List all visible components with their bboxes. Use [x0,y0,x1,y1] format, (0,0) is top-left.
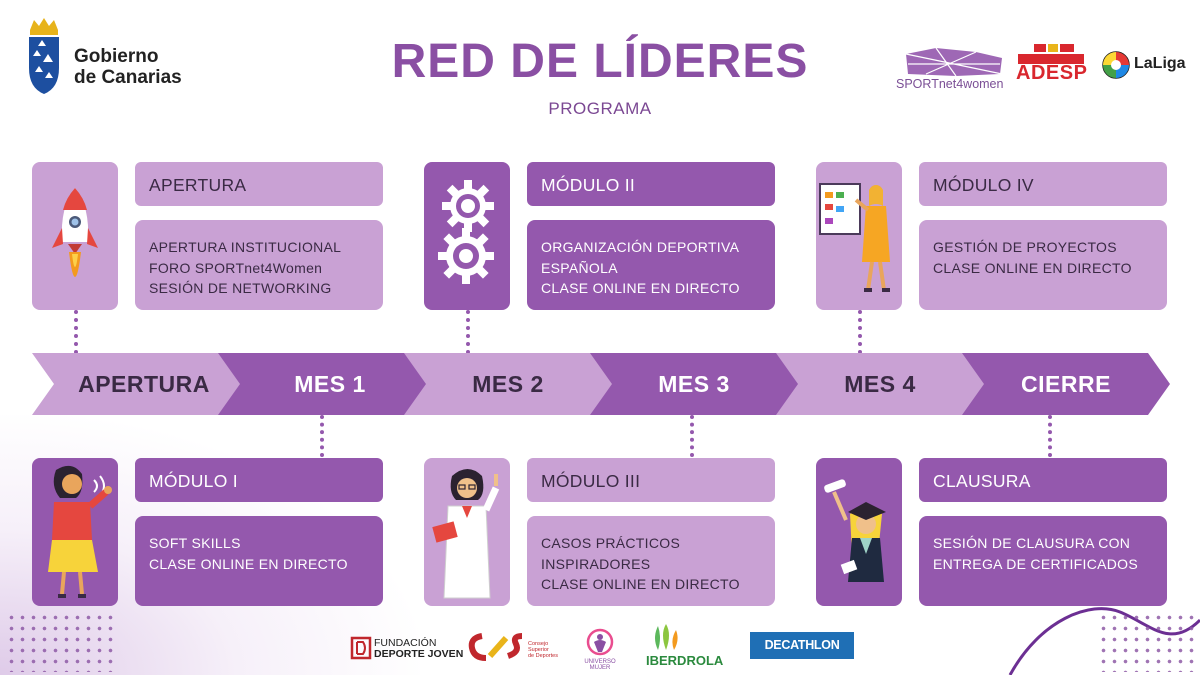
modulo-1-body-box: SOFT SKILLS CLASE ONLINE EN DIRECTO [135,516,383,606]
timeline-arrow-mes-2 [404,353,614,415]
sportnet4women-logo-icon [905,47,1003,77]
fundacion-deporte-joven-logo-icon [350,636,372,660]
modulo-1-image-box [32,458,118,606]
presenter-icon [819,183,890,292]
gears-icon [438,180,494,284]
clausura-connector [1048,415,1052,457]
modulo-2-title-box: MÓDULO II [527,162,775,206]
apertura-connector [74,310,78,354]
timeline-arrows [32,353,1170,415]
laliga-name: LaLiga [1134,55,1186,72]
modulo-3-image-box [424,458,510,606]
clausura-line-2: ENTREGA DE CERTIFICADOS [933,555,1139,572]
laliga-logo-icon [1102,51,1130,79]
rocket-icon [52,188,98,277]
modulo-1-line-1: SOFT SKILLS [149,535,241,551]
apertura-line-3: SESIÓN DE NETWORKING [149,280,332,296]
modulo-4-title-box: MÓDULO IV [919,162,1167,206]
timeline-arrow-mes-4 [776,353,986,415]
timeline-label-mes-1: MES 1 [294,371,366,397]
timeline-arrow-cierre [962,353,1170,415]
decathlon-name: DECATHLON [764,638,840,652]
gov-line-1: Gobierno [74,46,159,67]
timeline-label-mes-2: MES 2 [472,371,544,397]
timeline-arrow-mes-1 [218,353,428,415]
timeline-label-apertura: APERTURA [78,371,210,397]
universo-mujer-name: UNIVERSO MUJER [580,659,620,671]
consejo-superior-deportes-logo-icon [468,633,523,661]
sportnet4women-name: SPORTnet4women [896,77,1004,91]
apertura-image-box [32,162,118,310]
modulo-3-line-3: CLASE ONLINE EN DIRECTO [541,576,740,592]
modulo-3-line-2: INSPIRADORES [541,555,651,572]
universo-mujer-logo-icon [586,628,614,656]
fdj-line-2: DEPORTE JOVEN [374,648,464,660]
timeline-label-mes-4: MES 4 [844,371,916,397]
modulo-2-body-box: ORGANIZACIÓN DEPORTIVA ESPAÑOLA CLASE ON… [527,220,775,310]
modulo-4-body-box: GESTIÓN DE PROYECTOS CLASE ONLINE EN DIR… [919,220,1167,310]
speaker-woman-icon [48,465,112,598]
um-line-1: UNIVERSO [584,659,616,665]
timeline-arrow-mes-3 [590,353,800,415]
page-title: RED DE LÍDERES [391,35,809,88]
dot-pattern-right [1098,612,1200,672]
um-line-2: MUJER [589,665,611,671]
teacher-icon [432,469,500,599]
modulo-2-line-2: ESPAÑOLA [541,259,618,276]
modulo-1-connector [320,415,324,457]
iberdrola-name: IBERDROLA [646,653,724,668]
clausura-body-box: SESIÓN DE CLAUSURA CON ENTREGA DE CERTIF… [919,516,1167,606]
clausura-image-box [816,458,902,606]
graduate-icon [824,479,886,582]
gobierno-canarias-crest-icon [29,18,59,94]
csd-line-2: Superior [528,647,549,653]
fundacion-deporte-joven-name: FUNDACIÓN DEPORTE JOVEN [374,638,463,660]
dot-pattern-left [6,612,116,672]
adesp-name: ADESP [1016,62,1088,84]
apertura-line-1: APERTURA INSTITUCIONAL [149,239,342,255]
apertura-title-box: APERTURA [135,162,383,206]
modulo-2-line-1: ORGANIZACIÓN DEPORTIVA [541,239,740,255]
page-subtitle: PROGRAMA [548,99,652,118]
timeline-label-mes-3: MES 3 [658,371,730,397]
modulo-3-body-box: CASOS PRÁCTICOS INSPIRADORES CLASE ONLIN… [527,516,775,606]
modulo-4-line-1: GESTIÓN DE PROYECTOS [933,239,1117,255]
apertura-line-2: FORO SPORTnet4Women [149,259,323,276]
modulo-3-connector [690,415,694,457]
apertura-body-box: APERTURA INSTITUCIONAL FORO SPORTnet4Wom… [135,220,383,310]
modulo-3-line-1: CASOS PRÁCTICOS [541,535,681,551]
consejo-superior-deportes-name: Consejo Superior de Deportes [528,641,558,659]
adesp-logo-icon [1018,44,1084,64]
timeline-label-cierre: CIERRE [1021,371,1111,397]
modulo-2-line-3: CLASE ONLINE EN DIRECTO [541,280,740,296]
fdj-line-1: FUNDACIÓN [374,637,437,649]
modulo-4-image-box [816,162,902,310]
clausura-line-1: SESIÓN DE CLAUSURA CON [933,535,1131,551]
csd-line-3: de Deportes [528,653,558,659]
gov-line-2: de Canarias [74,67,182,88]
gobierno-canarias-name: Gobierno de Canarias [74,46,182,88]
modulo-2-image-box [424,162,510,310]
modulo-2-connector [466,310,470,354]
modulo-1-line-2: CLASE ONLINE EN DIRECTO [149,555,348,572]
modulo-3-title-box: MÓDULO III [527,458,775,502]
modulo-1-title-box: MÓDULO I [135,458,383,502]
clausura-title-box: CLAUSURA [919,458,1167,502]
iberdrola-logo-icon [655,624,678,650]
modulo-4-line-2: CLASE ONLINE EN DIRECTO [933,259,1132,276]
modulo-4-connector [858,310,862,354]
csd-line-1: Consejo [528,641,549,647]
timeline-arrow-apertura [32,353,242,415]
decathlon-logo-box [750,632,854,659]
